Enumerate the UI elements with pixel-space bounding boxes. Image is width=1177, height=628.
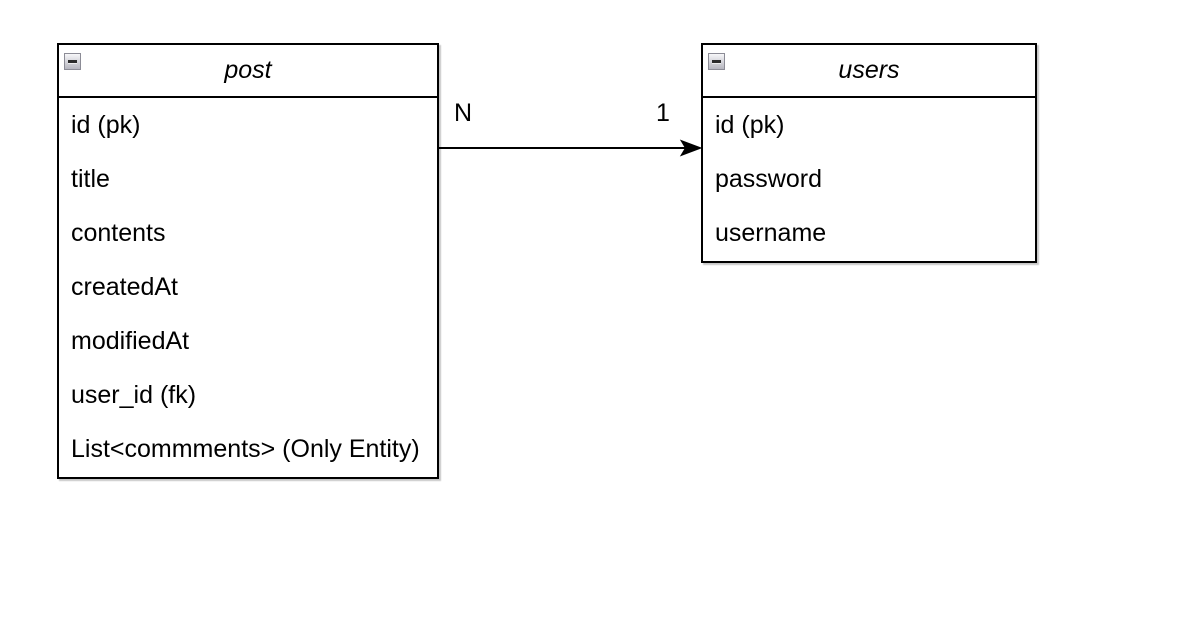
entity-post-field-row[interactable]: createdAt [71,272,179,301]
collapse-minus-icon[interactable] [708,53,725,70]
entity-users-field-row[interactable]: password [715,164,822,193]
relationship-arrow[interactable] [439,137,703,159]
minus-icon [68,60,77,63]
entity-users-header: users [703,45,1035,98]
entity-post-field-row[interactable]: modifiedAt [71,327,190,356]
entity-post-fields: id (pk) title contents createdAt modifie… [59,98,437,477]
entity-users[interactable]: users id (pk) password username [701,43,1037,263]
entity-users-field-row[interactable]: id (pk) [715,110,785,139]
entity-post-header: post [59,45,437,98]
entity-post-field-row[interactable]: id (pk) [71,110,141,139]
entity-post-field-row[interactable]: List<commments> (Only Entity) [71,435,420,464]
entity-post[interactable]: post id (pk) title contents createdAt mo… [57,43,439,479]
entity-post-field-row[interactable]: user_id (fk) [71,381,197,410]
entity-post-title: post [224,56,272,84]
relationship-target-cardinality-label[interactable]: 1 [656,99,670,127]
relationship-source-cardinality-label[interactable]: N [454,99,473,127]
minus-icon [712,60,721,63]
entity-users-title: users [838,56,900,84]
entity-post-field-row[interactable]: title [71,164,110,193]
entity-post-field-row[interactable]: contents [71,218,166,247]
entity-users-fields: id (pk) password username [703,98,1035,261]
collapse-minus-icon[interactable] [64,53,81,70]
entity-users-field-row[interactable]: username [715,219,827,248]
